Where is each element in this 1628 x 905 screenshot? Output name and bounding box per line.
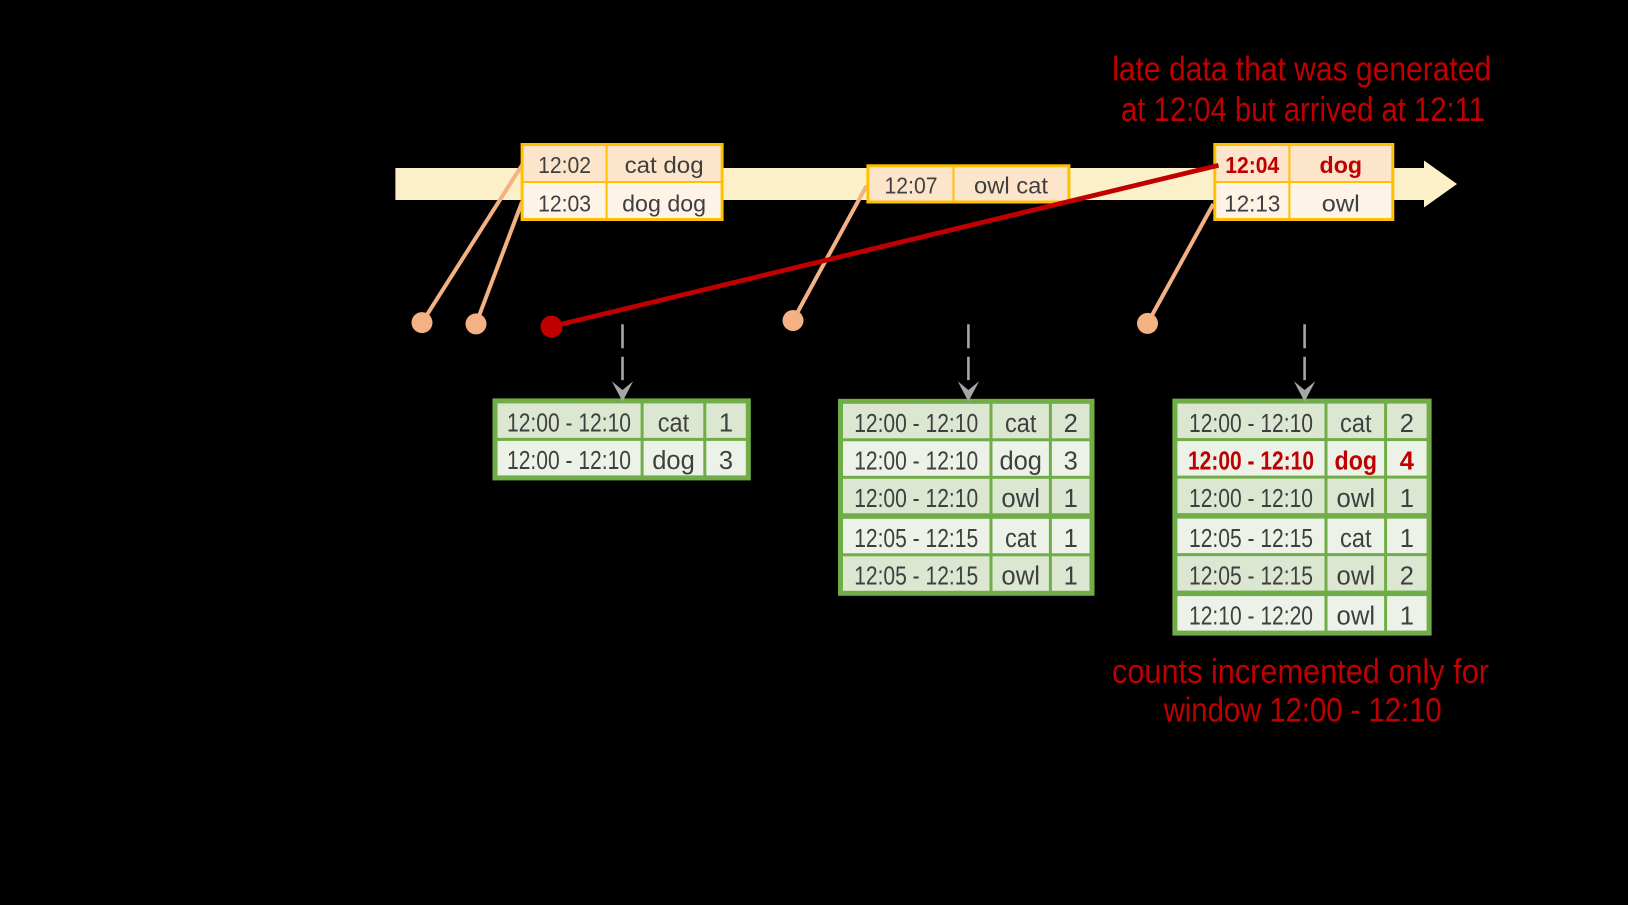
svg-text:12:03: 12:03 xyxy=(538,191,591,217)
svg-text:cat: cat xyxy=(658,410,690,438)
svg-text:1: 1 xyxy=(1400,525,1414,553)
svg-text:1: 1 xyxy=(719,410,733,438)
svg-text:12:00 - 12:10: 12:00 - 12:10 xyxy=(507,447,631,475)
svg-text:12:00 - 12:10: 12:00 - 12:10 xyxy=(1189,410,1313,438)
svg-text:owl: owl xyxy=(1001,563,1040,591)
svg-text:1: 1 xyxy=(1400,485,1414,513)
svg-text:owl: owl xyxy=(1001,485,1040,513)
svg-text:1: 1 xyxy=(1400,602,1414,630)
svg-text:owl: owl xyxy=(1337,562,1376,590)
svg-text:late data that was generated: late data that was generated xyxy=(1112,51,1491,89)
svg-text:owl: owl xyxy=(1337,602,1376,630)
svg-text:dog: dog xyxy=(999,448,1042,476)
svg-text:12:00 - 12:10: 12:00 - 12:10 xyxy=(507,410,631,438)
svg-text:12:00 - 12:10: 12:00 - 12:10 xyxy=(854,448,978,476)
svg-text:owl cat: owl cat xyxy=(974,173,1048,199)
svg-text:1: 1 xyxy=(1064,563,1078,591)
svg-text:12:05 - 12:15: 12:05 - 12:15 xyxy=(854,525,978,553)
svg-text:1: 1 xyxy=(1064,525,1078,553)
svg-text:dog: dog xyxy=(652,447,695,475)
svg-text:cat dog: cat dog xyxy=(625,152,704,178)
svg-text:3: 3 xyxy=(1064,448,1078,476)
svg-text:12:13: 12:13 xyxy=(1224,191,1280,217)
svg-text:dog: dog xyxy=(1335,447,1378,475)
svg-text:at 12:04 but arrived at 12:11: at 12:04 but arrived at 12:11 xyxy=(1121,91,1485,129)
svg-text:cat: cat xyxy=(1005,410,1037,438)
svg-text:12:00 - 12:10: 12:00 - 12:10 xyxy=(854,485,978,513)
svg-text:cat: cat xyxy=(1340,410,1372,438)
svg-text:owl: owl xyxy=(1337,485,1376,513)
svg-text:4: 4 xyxy=(1400,447,1415,475)
svg-text:12:04: 12:04 xyxy=(1225,152,1279,178)
svg-text:3: 3 xyxy=(719,447,733,475)
svg-text:12:00 - 12:10: 12:00 - 12:10 xyxy=(854,410,978,438)
svg-text:2: 2 xyxy=(1400,410,1414,438)
svg-text:12:00 - 12:10: 12:00 - 12:10 xyxy=(1189,485,1313,513)
svg-text:dog: dog xyxy=(1320,152,1363,178)
svg-text:1: 1 xyxy=(1064,485,1078,513)
svg-text:12:10 - 12:20: 12:10 - 12:20 xyxy=(1189,602,1313,630)
svg-text:12:07: 12:07 xyxy=(885,173,938,199)
svg-text:cat: cat xyxy=(1005,525,1037,553)
svg-text:12:05 - 12:15: 12:05 - 12:15 xyxy=(1189,562,1313,590)
svg-text:12:05 - 12:15: 12:05 - 12:15 xyxy=(854,563,978,591)
svg-text:2: 2 xyxy=(1400,562,1414,590)
svg-text:12:05 - 12:15: 12:05 - 12:15 xyxy=(1189,525,1313,553)
svg-text:cat: cat xyxy=(1340,525,1372,553)
svg-text:12:00 - 12:10: 12:00 - 12:10 xyxy=(1188,447,1314,475)
svg-text:owl: owl xyxy=(1322,191,1360,217)
svg-text:12:02: 12:02 xyxy=(538,152,591,178)
svg-text:counts incremented only for: counts incremented only for xyxy=(1112,653,1489,691)
svg-text:dog dog: dog dog xyxy=(622,191,706,217)
svg-text:window 12:00 - 12:10: window 12:00 - 12:10 xyxy=(1163,692,1442,730)
svg-text:2: 2 xyxy=(1064,410,1078,438)
